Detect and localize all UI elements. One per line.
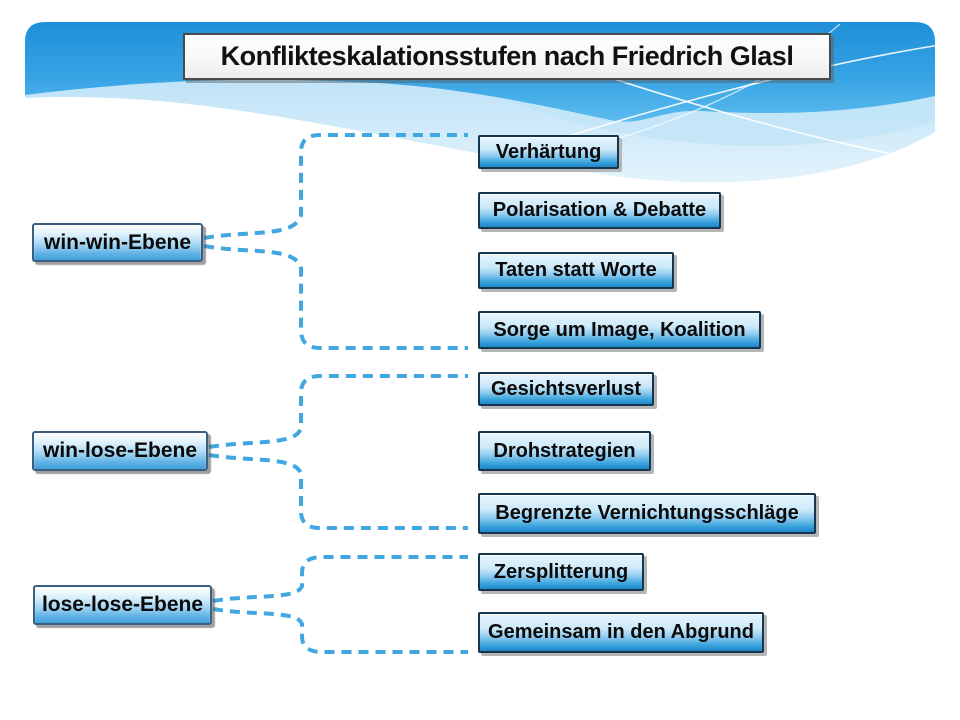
level-box-lose-lose: lose-lose-Ebene	[33, 585, 212, 625]
connector-winwin-lower	[203, 244, 468, 350]
stage-box-gesichtsverlust: Gesichtsverlust	[478, 372, 654, 406]
level-label-win-win: win-win-Ebene	[44, 230, 191, 254]
slide-title: Konflikteskalationsstufen nach Friedrich…	[220, 41, 794, 71]
stage-label: Gesichtsverlust	[490, 377, 642, 400]
stage-box-gemeinsam-abgrund: Gemeinsam in den Abgrund	[478, 612, 764, 653]
connector-loselose-lower	[212, 607, 468, 654]
stage-box-drohstrategien: Drohstrategien	[478, 431, 651, 471]
stage-box-taten-statt-worte: Taten statt Worte	[478, 252, 674, 289]
level-box-win-lose: win-lose-Ebene	[32, 431, 208, 471]
level-label-win-lose: win-lose-Ebene	[42, 439, 198, 462]
stage-label: Begrenzte Vernichtungsschläge	[495, 502, 799, 524]
connector-winwin-upper	[203, 133, 468, 240]
stage-box-polarisation-debatte: Polarisation & Debatte	[478, 192, 721, 229]
stage-box-begrenzte-vernichtungsschlaege: Begrenzte Vernichtungsschläge	[478, 493, 816, 534]
stage-label: Gemeinsam in den Abgrund	[488, 621, 754, 643]
stage-box-zersplitterung: Zersplitterung	[478, 553, 644, 591]
connector-loselose-upper	[212, 555, 468, 603]
connector-winlose-lower	[208, 453, 468, 530]
stage-label: Sorge um Image, Koalition	[493, 318, 746, 341]
stage-label: Taten statt Worte	[495, 259, 657, 281]
stage-label: Polarisation & Debatte	[492, 199, 707, 221]
level-box-win-win: win-win-Ebene	[32, 223, 203, 262]
stage-label: Drohstrategien	[493, 439, 636, 462]
stage-label: Zersplitterung	[493, 560, 629, 583]
level-label-lose-lose: lose-lose-Ebene	[41, 593, 204, 616]
connector-winlose-upper	[208, 374, 468, 449]
stage-box-verhaertung: Verhärtung	[478, 135, 619, 169]
stage-box-sorge-um-image: Sorge um Image, Koalition	[478, 311, 761, 349]
stage-label: Verhärtung	[495, 140, 602, 163]
slide-title-box: Konflikteskalationsstufen nach Friedrich…	[183, 33, 831, 80]
